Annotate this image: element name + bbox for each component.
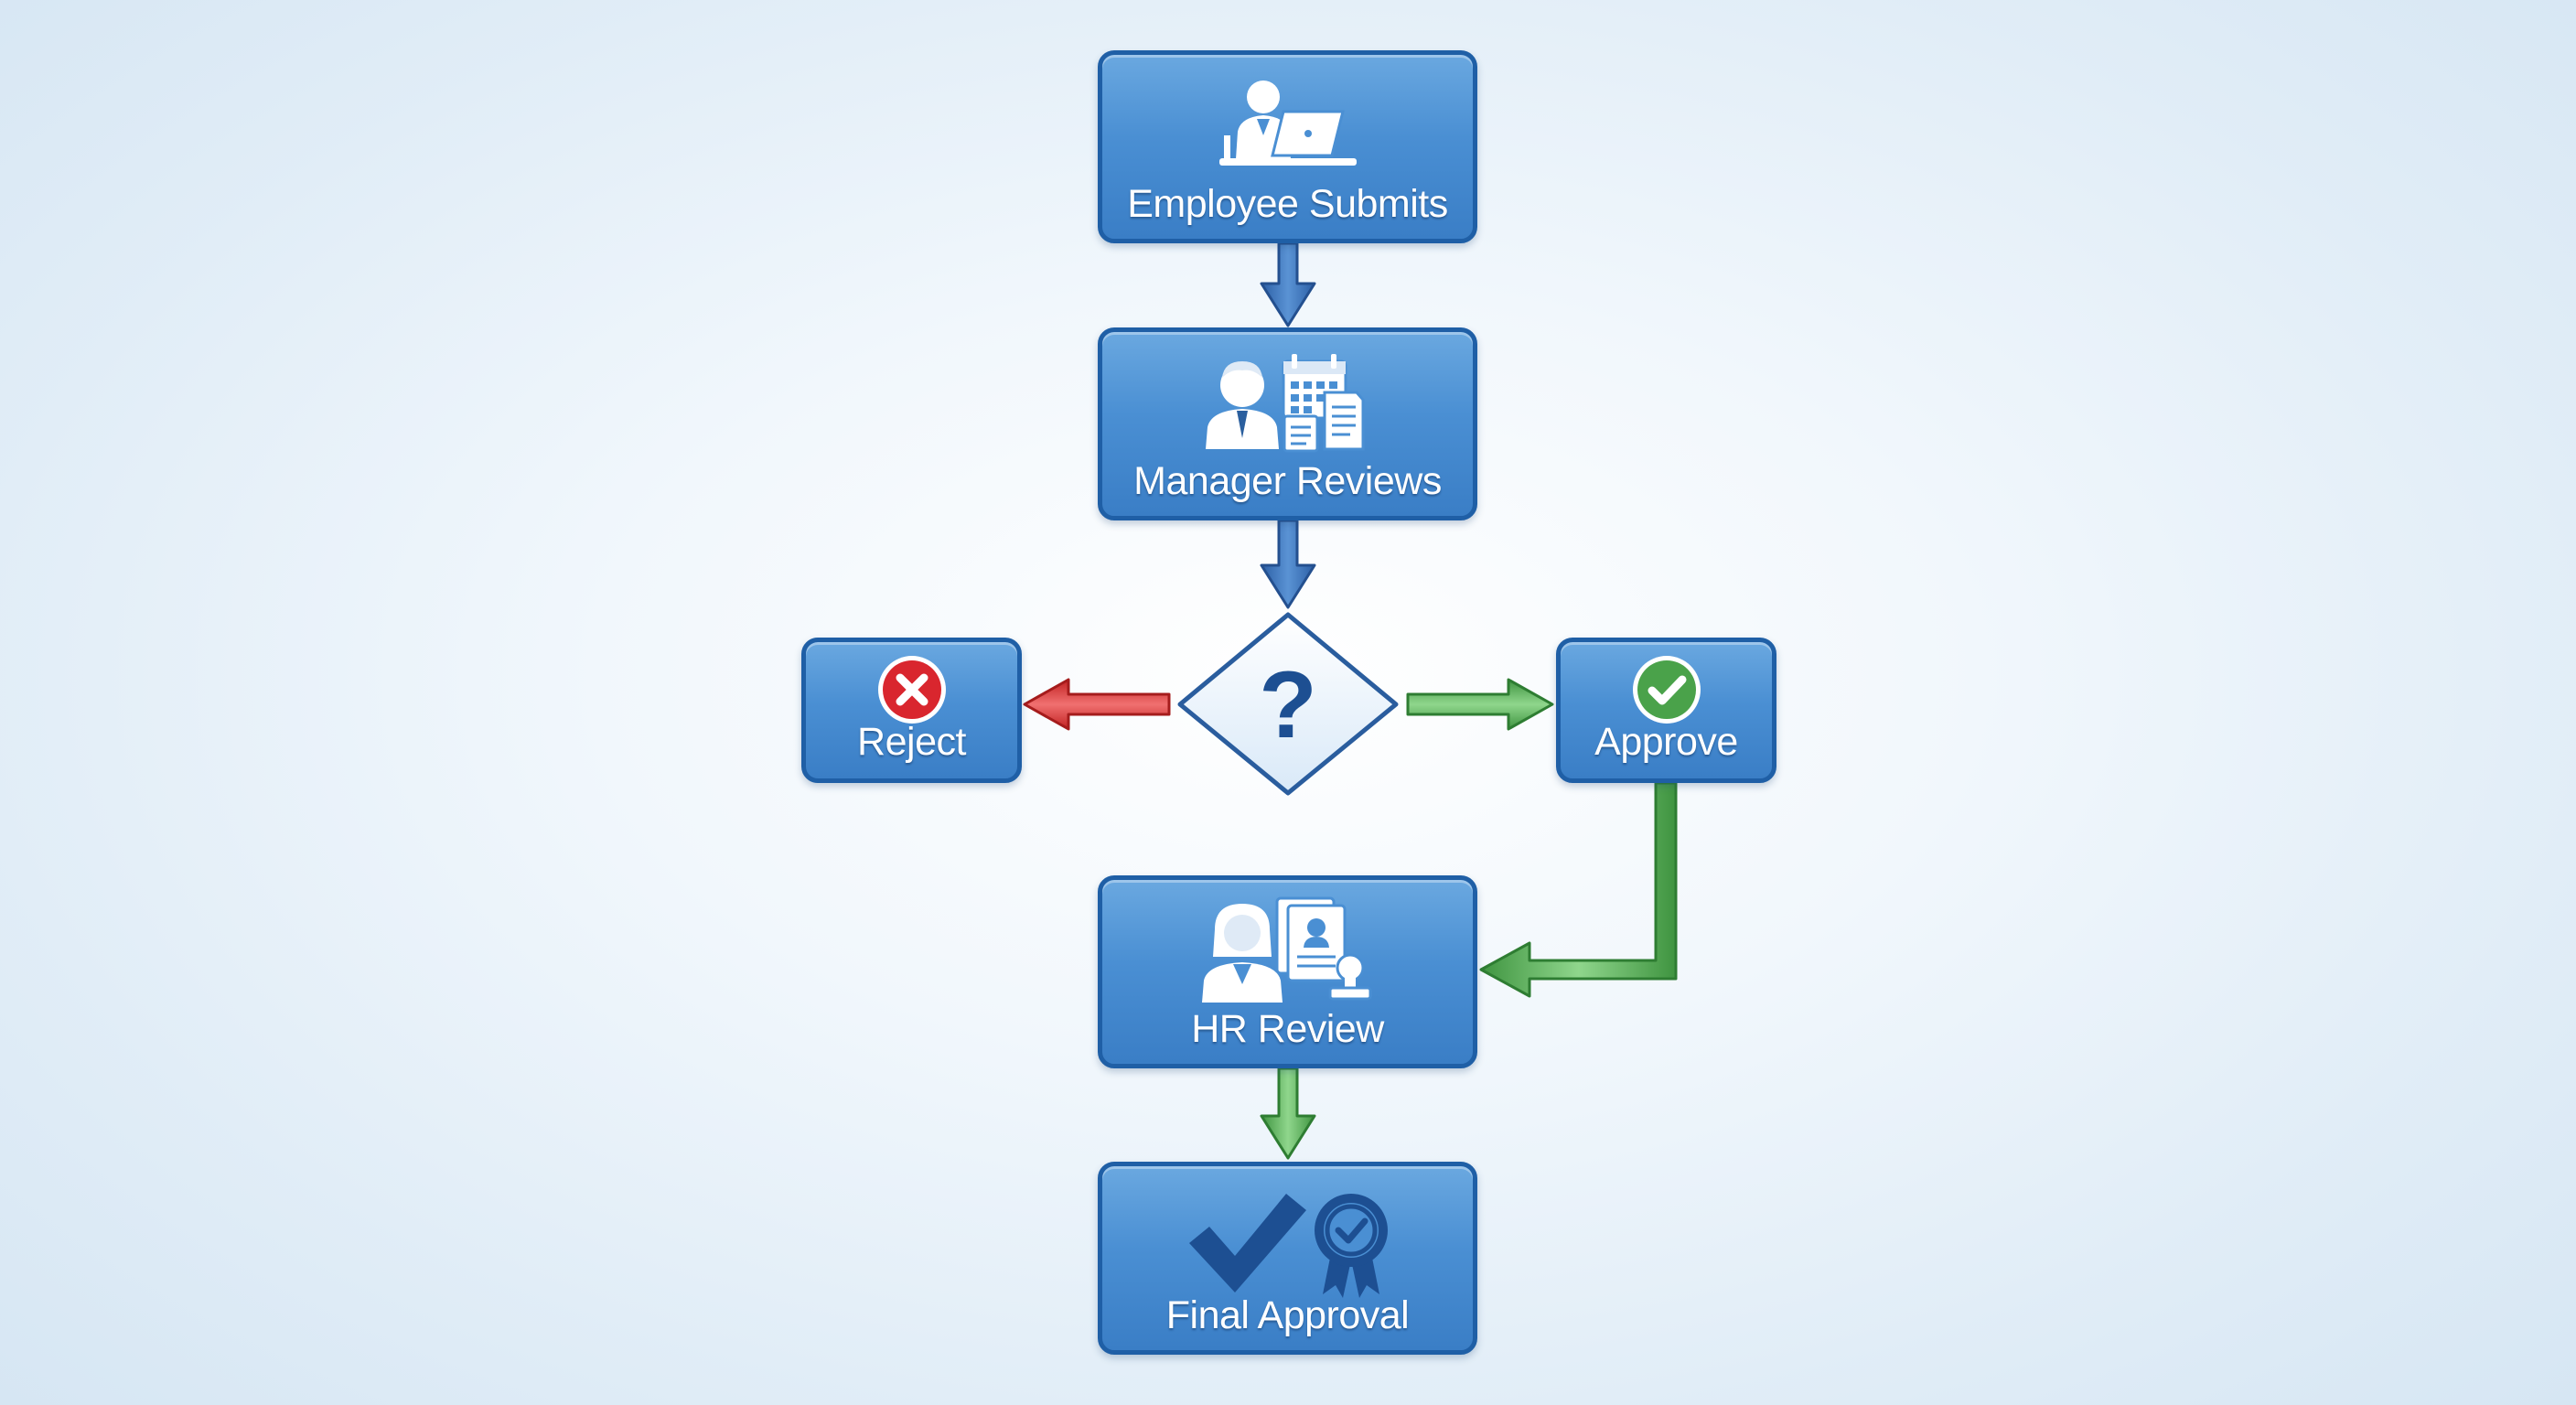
node-manager-reviews: Manager Reviews: [1098, 327, 1477, 520]
node-employee-submits: Employee Submits: [1098, 50, 1477, 243]
arrow-employee-to-manager: [1260, 241, 1316, 327]
node-hr-review: HR Review: [1098, 875, 1477, 1068]
decision-question-mark: ?: [1259, 652, 1317, 758]
reject-label: Reject: [857, 720, 966, 764]
arrow-manager-to-decision: [1260, 519, 1316, 609]
arrow-hr-to-final: [1260, 1067, 1316, 1160]
employee-laptop-icon: [1218, 80, 1357, 166]
arrow-approve-to-hr: [1479, 781, 1678, 998]
checkmark-award-icon: [1188, 1194, 1388, 1298]
arrow-decision-to-reject: [1023, 678, 1171, 731]
x-circle-icon: [877, 656, 946, 724]
hr-review-label: HR Review: [1191, 1007, 1384, 1051]
node-approve: Approve: [1556, 638, 1776, 783]
decision-diamond: ?: [1177, 612, 1399, 796]
manager-reviews-label: Manager Reviews: [1133, 459, 1442, 503]
approve-label: Approve: [1594, 720, 1738, 764]
manager-calendar-icon: [1205, 354, 1364, 453]
final-approval-label: Final Approval: [1165, 1293, 1410, 1337]
hr-documents-stamp-icon: [1201, 896, 1371, 1003]
node-final-approval: Final Approval: [1098, 1162, 1477, 1355]
node-reject: Reject: [801, 638, 1022, 783]
employee-submits-label: Employee Submits: [1127, 182, 1448, 226]
check-circle-icon: [1632, 656, 1701, 724]
arrow-decision-to-approve: [1406, 678, 1554, 731]
